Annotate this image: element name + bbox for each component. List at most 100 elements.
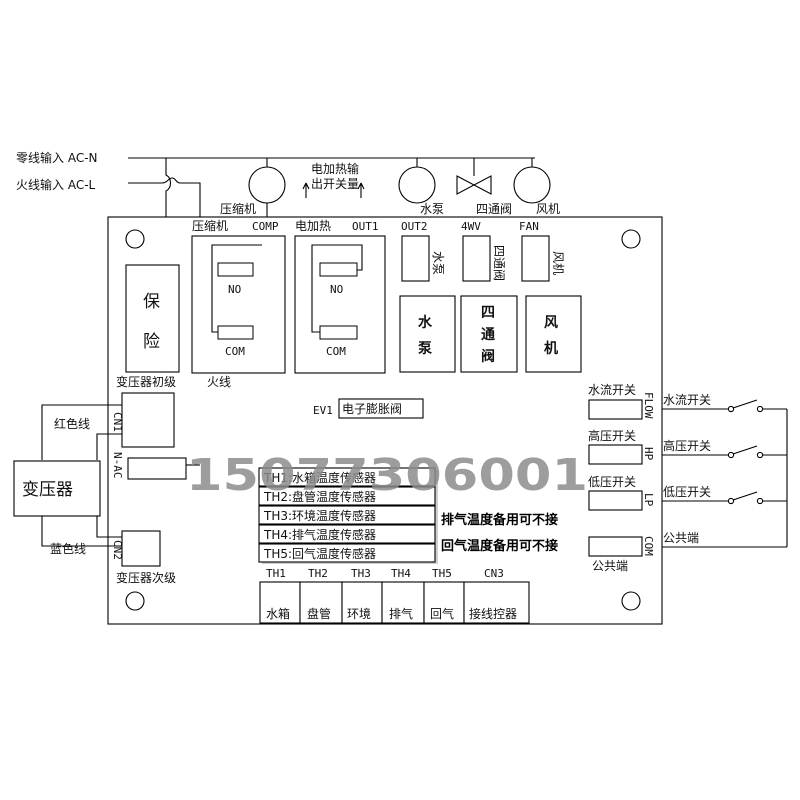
- four-way-valve-symbol: [456, 175, 492, 195]
- compressor-load-label: 压缩机: [220, 201, 256, 216]
- flow-connector: [588, 399, 643, 420]
- lp-board-label: 低压开关: [588, 475, 636, 489]
- lp-switch-blade: [732, 491, 758, 501]
- connector-tag-th3: TH3: [351, 567, 371, 580]
- fuse-char-2: 险: [143, 332, 160, 352]
- fan-terminal-label: 风机: [551, 251, 565, 275]
- connector-tag-th4: TH4: [391, 567, 411, 580]
- ev1-label: 电子膨胀阀: [342, 402, 402, 416]
- live-input-label: 火线输入 AC-L: [16, 177, 96, 192]
- valve-indicator: [460, 295, 518, 373]
- connector-label-th4: 排气: [389, 606, 413, 621]
- ev1-tag: EV1: [313, 404, 333, 417]
- sensor-row-5: [258, 543, 436, 563]
- compressor-no-terminal: [217, 262, 254, 277]
- sensor-list: TH1:水箱温度传感器 TH2:盘管温度传感器 TH3:环境温度传感器 TH4:…: [258, 467, 558, 564]
- cn1-tag: CN1: [111, 412, 124, 432]
- lp-connector: [588, 490, 643, 511]
- ev1: EV1 电子膨胀阀: [313, 398, 424, 419]
- heater-com-terminal: [319, 325, 358, 340]
- fan-load-label: 风机: [536, 202, 560, 216]
- fan-indicator: [525, 295, 582, 373]
- note-return: 回气温度备用可不接: [441, 538, 558, 554]
- hp-switch-label: 高压开关: [663, 438, 711, 453]
- flow-board-label: 水流开关: [588, 383, 636, 397]
- transformer-name: 变压器: [22, 480, 73, 500]
- connector-tag-th1: TH1: [266, 567, 286, 580]
- com-tag: COM: [642, 536, 655, 556]
- fan-symbol: [513, 166, 551, 204]
- note-exhaust: 排气温度备用可不接: [441, 512, 558, 528]
- flow-switch-label: 水流开关: [663, 393, 711, 407]
- connector-label-th1: 水箱: [266, 606, 290, 621]
- heater-relay-tag: OUT1: [352, 220, 379, 233]
- fourwv-terminal: [462, 235, 491, 282]
- sensor-th1-label: TH1:水箱温度传感器: [263, 470, 376, 485]
- blue-wire-label: 蓝色线: [50, 542, 86, 556]
- transformer-box: [13, 460, 101, 517]
- ev1-connector: [338, 398, 424, 419]
- common-switch-label: 公共端: [663, 531, 699, 545]
- compressor-com-label: COM: [225, 345, 245, 358]
- valve-indicator-char-2: 通: [481, 327, 495, 343]
- lp-switch-label: 低压开关: [663, 485, 711, 499]
- fan-indicator-char-1: 风: [544, 315, 558, 331]
- transformer-primary-label: 变压器初级: [116, 374, 176, 389]
- pump-load-label: 水泵: [420, 202, 444, 216]
- cn1-connector: [121, 392, 175, 448]
- compressor-relay-name: 压缩机: [192, 218, 228, 233]
- hp-connector: [588, 444, 643, 465]
- hp-switch-blade: [732, 445, 758, 455]
- heater-arrow-left: [302, 182, 310, 198]
- fan-indicator-char-2: 机: [544, 340, 558, 357]
- switch-connectors: 水流开关 FLOW 高压开关 HP 低压开关 LP COM 公共端: [588, 383, 655, 573]
- connector-tag-th2: TH2: [308, 567, 328, 580]
- connector-label-cn3: 接线控器: [469, 606, 517, 621]
- hp-board-label: 高压开关: [588, 428, 636, 443]
- connector-tag-cn3: CN3: [484, 567, 504, 580]
- fourwv-tag: 4WV: [461, 220, 481, 233]
- connector-th5: [423, 581, 465, 624]
- connector-label-th5: 回气: [430, 606, 454, 621]
- pump-indicator-char-2: 泵: [418, 341, 432, 357]
- fuse-char-1: 保: [143, 292, 160, 312]
- fan-tag: FAN: [519, 220, 539, 233]
- com-connector: [588, 536, 643, 557]
- compressor-com-terminal: [217, 325, 254, 340]
- transformer-primary: 变压器初级 CN1 N-AC: [111, 374, 200, 480]
- lp-tag: LP: [642, 493, 655, 507]
- cn2-tag: CN2: [111, 540, 124, 560]
- compressor-no-label: NO: [228, 283, 241, 296]
- heater-arrow-right: [357, 182, 365, 198]
- fourwv-terminal-label: 四通阀: [492, 245, 506, 281]
- pump-indicator: [399, 295, 456, 373]
- sensor-th3-label: TH3:环境温度传感器: [263, 508, 376, 523]
- pump-indicator-char-1: 水: [418, 314, 433, 331]
- red-wire-label: 红色线: [54, 416, 90, 431]
- hp-tag: HP: [642, 447, 655, 461]
- out2-terminal: [401, 235, 430, 282]
- connector-label-th2: 盘管: [307, 606, 331, 621]
- connector-label-th3: 环境: [347, 606, 371, 621]
- heater-no-terminal: [319, 262, 358, 277]
- mounting-hole-bottom-left: [125, 591, 145, 611]
- heater-relay: 电加热 OUT1 NO COM: [294, 219, 386, 374]
- indicator-boxes: 水 泵 四 通 阀 风 机: [399, 295, 582, 373]
- sensor-th5-label: TH5:回气温度传感器: [263, 546, 376, 561]
- connector-th4: [381, 581, 425, 624]
- heater-no-label: NO: [330, 283, 343, 296]
- four-way-valve-load-label: 四通阀: [476, 202, 512, 216]
- nac-connector: [127, 457, 187, 480]
- common-board-label: 公共端: [592, 559, 628, 573]
- sensor-row-4: [258, 524, 436, 544]
- compressor-relay-tag: COMP: [252, 220, 279, 233]
- sensor-row-2: [258, 486, 436, 506]
- bottom-connectors: TH1 TH2 TH3 TH4 TH5 CN3 水箱 盘管 环境 排气 回气 接…: [259, 567, 530, 624]
- heater-com-label: COM: [326, 345, 346, 358]
- pump-symbol: [398, 166, 436, 204]
- mounting-hole-bottom-right: [621, 591, 641, 611]
- out2-terminal-label: 水泵: [431, 251, 445, 275]
- live-board-label: 火线: [207, 375, 231, 389]
- valve-indicator-char-1: 四: [481, 305, 495, 321]
- phone-watermark: 15077306001: [186, 450, 588, 501]
